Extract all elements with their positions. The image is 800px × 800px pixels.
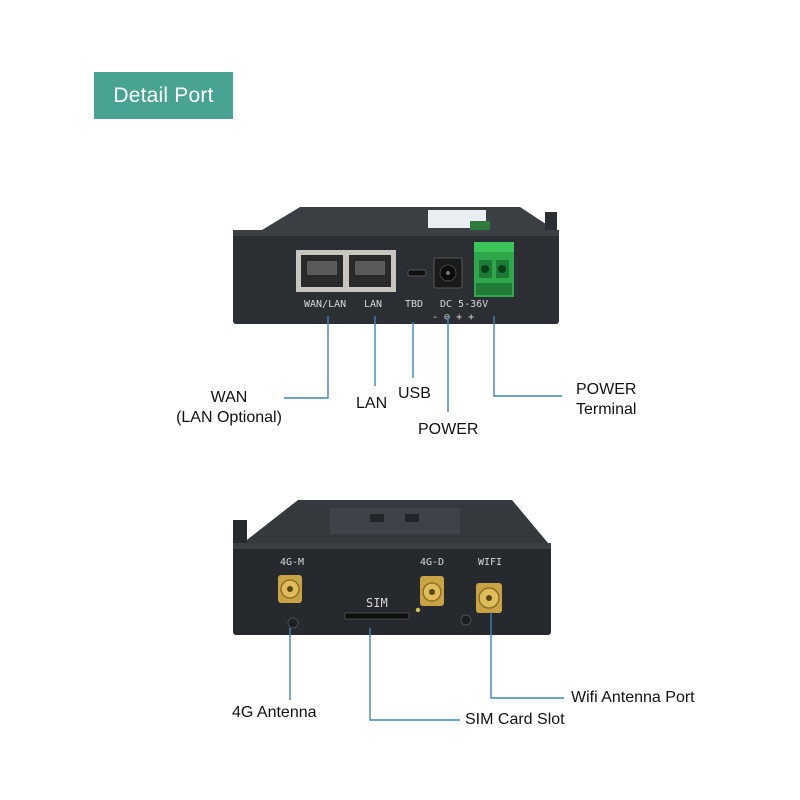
device-label-logo: [470, 221, 490, 230]
terminal-block-icon[interactable]: [474, 242, 514, 297]
callout-4g-antenna: 4G Antenna: [232, 704, 317, 721]
callout-line-terminal: [493, 316, 562, 397]
marking-power: DC 5-36V: [440, 299, 488, 310]
callout-line-wifi: [490, 612, 564, 699]
front-panel: WAN/LAN LAN TBD DC 5-36V - ⊖ + +: [233, 207, 559, 324]
callout-wan-line1: WAN: [210, 389, 248, 406]
callout-line-wan: [284, 316, 329, 399]
status-led-icon: [415, 607, 421, 613]
screw-icon: [287, 617, 299, 629]
page-title: Detail Port: [94, 72, 233, 119]
back-callout-lines: [289, 612, 564, 721]
callout-terminal: POWER Terminal: [576, 380, 636, 420]
usb-port-icon[interactable]: [407, 269, 427, 277]
callout-lan: LAN: [356, 395, 388, 412]
rj45-port-icon[interactable]: [349, 255, 391, 287]
callout-wifi-port: Wifi Antenna Port: [571, 689, 695, 706]
callout-terminal-line1: POWER: [576, 381, 637, 398]
callout-wan: WAN (LAN Optional): [164, 388, 294, 428]
back-panel: 4G-M 4G-D WIFI SIM: [233, 500, 551, 635]
callout-sim-slot: SIM Card Slot: [465, 711, 565, 728]
screw-icon: [460, 614, 472, 626]
marking-wifi: WIFI: [478, 557, 502, 568]
sma-connector-icon[interactable]: [420, 576, 444, 606]
callout-wan-line2: (LAN Optional): [176, 409, 282, 426]
marking-usb: TBD: [405, 299, 423, 310]
callout-terminal-line2: Terminal: [576, 401, 637, 418]
device-top-surface: [262, 207, 555, 230]
sma-connector-icon[interactable]: [476, 583, 502, 613]
marking-sim: SIM: [366, 596, 388, 610]
sma-connector-icon[interactable]: [278, 575, 302, 603]
callout-line-sim: [369, 628, 460, 721]
callout-usb: USB: [398, 385, 431, 402]
marking-polarity: - ⊖ + +: [432, 312, 474, 323]
rj45-port-icon[interactable]: [301, 255, 343, 287]
callout-power: POWER: [418, 421, 479, 438]
front-callout-lines: [284, 316, 562, 412]
sim-slot-icon[interactable]: [344, 612, 410, 620]
marking-4g-m: 4G-M: [280, 557, 304, 568]
marking-4g-d: 4G-D: [420, 557, 444, 568]
back-face: [233, 543, 551, 635]
marking-lan: LAN: [364, 299, 382, 310]
dc-jack-icon[interactable]: [433, 257, 463, 289]
marking-wan-lan: WAN/LAN: [304, 299, 346, 310]
